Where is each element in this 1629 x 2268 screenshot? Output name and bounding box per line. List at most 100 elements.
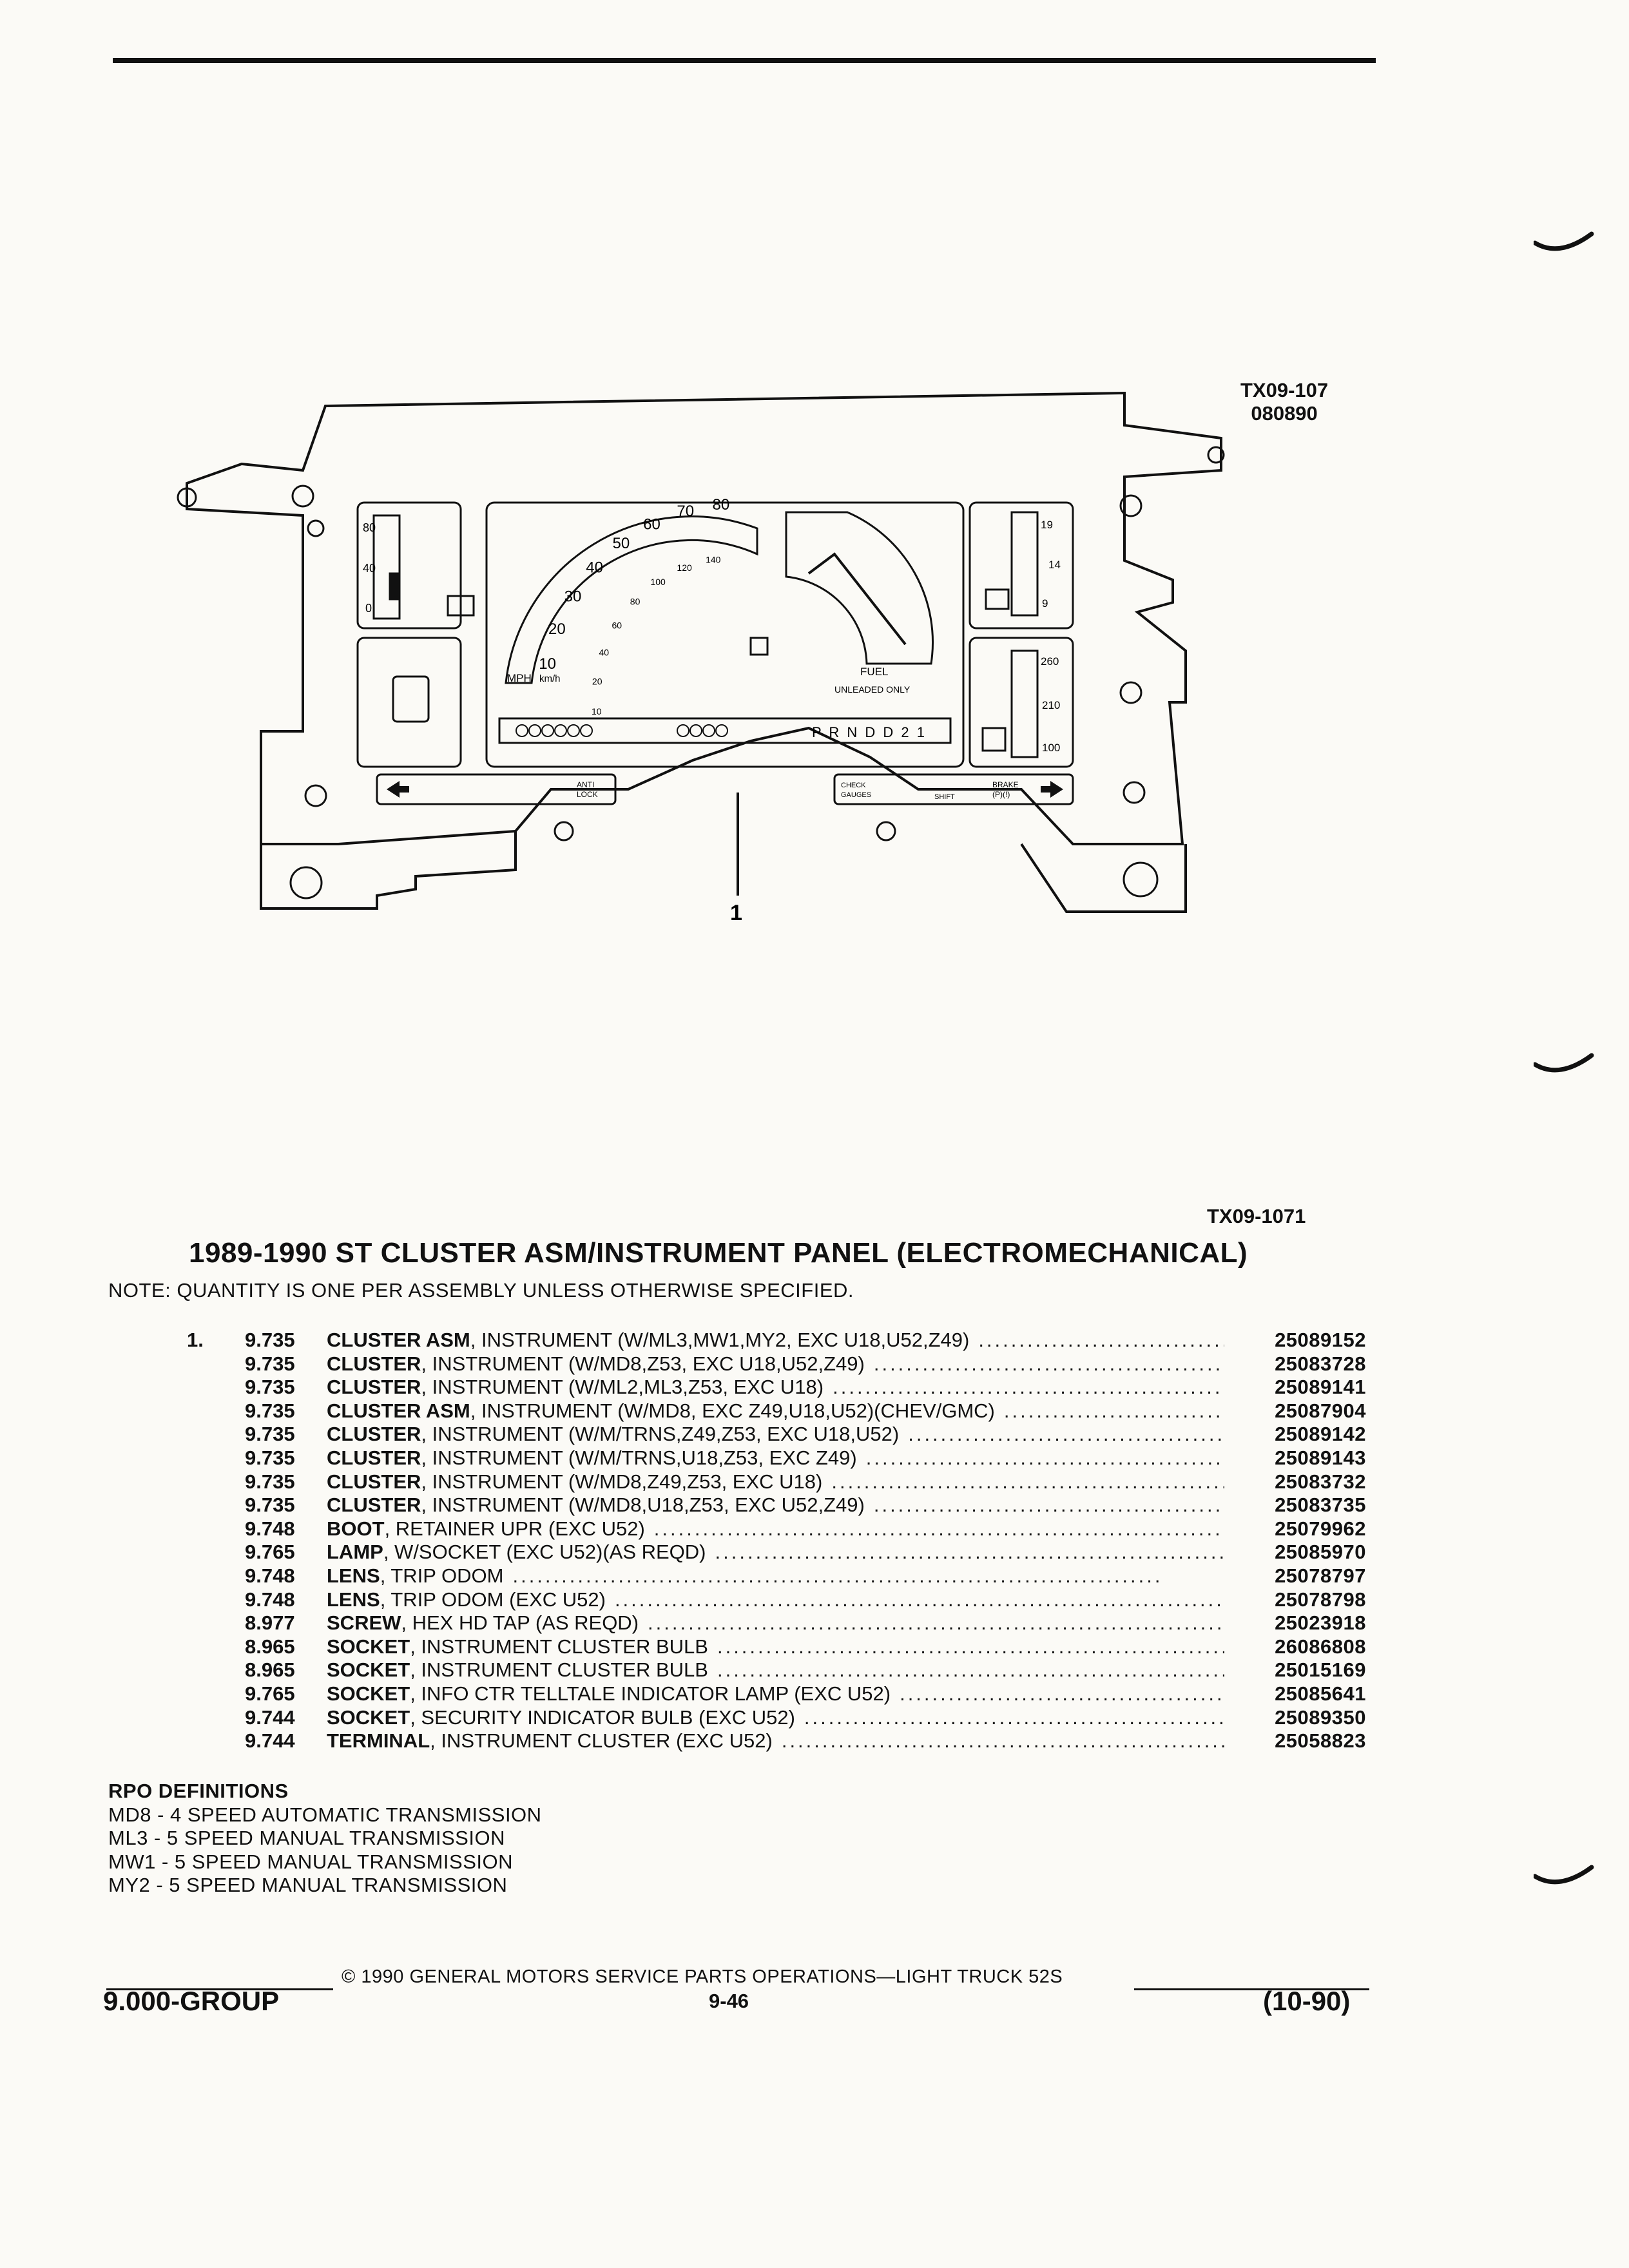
left-gauge-tick: 40 [363,562,376,575]
group-number: 9.735 [245,1470,295,1493]
volt-gauge-tick: 19 [1041,519,1053,531]
leader-dots: ........................................… [873,1352,1224,1375]
odometer-wheels [516,724,728,737]
part-number: 25083735 [1275,1494,1366,1517]
leader-dots: ........................................… [865,1446,1224,1469]
part-description: LENS, TRIP ODOM (EXC U52)...............… [327,1588,1224,1612]
mph-tick-label: 60 [643,515,660,533]
part-number: 25015169 [1275,1658,1366,1682]
figure-ref-date: 080890 [1251,402,1318,425]
group-number: 9.744 [245,1706,295,1729]
mph-tick-label: 30 [564,588,582,606]
part-detail: , INFO CTR TELLTALE INDICATOR LAMP (EXC … [410,1682,891,1705]
mounting-hole [177,487,197,508]
group-number: 9.748 [245,1588,295,1611]
part-detail: , INSTRUMENT (W/M/TRNS,U18,Z53, EXC Z49) [421,1446,857,1469]
shift-label: SHIFT [934,793,955,801]
part-description: SOCKET, INFO CTR TELLTALE INDICATOR LAMP… [327,1682,1224,1706]
margin-tick-mark [1534,1053,1594,1073]
volt-gauge-tick: 14 [1048,559,1061,571]
group-number: 8.977 [245,1611,295,1635]
mounting-hole [1119,681,1142,704]
group-number: 8.965 [245,1658,295,1682]
mounting-hole [304,784,327,807]
group-number: 9.735 [245,1329,295,1351]
mph-tick-label: 20 [548,620,566,638]
mounting-hole [1119,494,1142,517]
part-name: CLUSTER [327,1352,421,1375]
part-number: 25079962 [1275,1517,1366,1540]
group-number: 9.735 [245,1376,295,1399]
part-description: CLUSTER, INSTRUMENT (W/M/TRNS,Z49,Z53, E… [327,1423,1224,1446]
part-name: CLUSTER [327,1446,421,1469]
part-detail: , INSTRUMENT (W/ML3,MW1,MY2, EXC U18,U52… [470,1329,970,1351]
part-detail: , TRIP ODOM (EXC U52) [380,1588,606,1611]
part-number: 26086808 [1275,1635,1366,1658]
part-description: SOCKET, INSTRUMENT CLUSTER BULB.........… [327,1658,1224,1682]
mph-tick-label: 70 [677,503,694,520]
instrument-cluster-illustration: 80 40 0 19 14 9 260 210 100 102030405060… [177,391,1225,925]
leader-dots: ........................................… [831,1470,1224,1493]
mounting-hole [1123,781,1146,804]
part-description: CLUSTER ASM, INSTRUMENT (W/MD8, EXC Z49,… [327,1399,1224,1423]
leader-dots: ........................................… [900,1682,1224,1705]
part-description: SOCKET, SECURITY INDICATOR BULB (EXC U52… [327,1706,1224,1730]
part-name: CLUSTER [327,1423,421,1446]
leader-dots: ........................................… [873,1494,1224,1517]
part-number: 25078798 [1275,1588,1366,1611]
part-name: LENS [327,1588,380,1611]
mph-tick-label: 80 [713,496,730,514]
mounting-hole [1207,446,1225,464]
part-description: LENS, TRIP ODOM.........................… [327,1564,1224,1588]
kmh-unit-label: km/h [539,673,561,684]
check-gauges-label: GAUGES [841,791,871,799]
part-description: SOCKET, INSTRUMENT CLUSTER BULB.........… [327,1635,1224,1659]
part-name: TERMINAL [327,1729,430,1753]
footer-group: 9.000-GROUP [103,1986,280,2016]
part-detail: , INSTRUMENT (W/MD8,U18,Z53, EXC U52,Z49… [421,1494,865,1517]
left-gauge-tick: 0 [365,602,372,615]
fuel-label: FUEL [860,666,888,678]
part-description: TERMINAL, INSTRUMENT CLUSTER (EXC U52)..… [327,1729,1224,1753]
group-number: 9.735 [245,1352,295,1375]
part-detail: , INSTRUMENT (W/MD8,Z53, EXC U18,U52,Z49… [421,1352,865,1375]
temp-gauge-tick: 210 [1042,699,1060,711]
rpo-definitions: RPO DEFINITIONS MD8 - 4 SPEED AUTOMATIC … [108,1780,542,1898]
part-description: BOOT, RETAINER UPR (EXC U52)............… [327,1517,1224,1541]
brake-label: BRAKE [992,780,1019,789]
page-title: 1989-1990 ST CLUSTER ASM/INSTRUMENT PANE… [189,1237,1248,1269]
part-number: 25087904 [1275,1399,1366,1422]
part-row: 9.748 LENS, TRIP ODOM (EXC U52)..........… [187,1588,1366,1612]
mph-unit-label: MPH [507,672,532,684]
prndl-indicator: P R N D D 2 1 [812,724,927,740]
check-gauges-label: CHECK [841,782,866,789]
kmh-tick-label: 60 [612,620,622,630]
part-name: SOCKET [327,1682,410,1705]
kmh-tick-label: 40 [599,647,610,657]
mounting-hole [876,821,896,841]
group-number: 9.765 [245,1541,295,1564]
kmh-tick-label: 20 [592,677,602,687]
part-name: SCREW [327,1611,401,1635]
part-description: CLUSTER, INSTRUMENT (W/MD8,Z53, EXC U18,… [327,1352,1224,1376]
leader-dots: ........................................… [648,1611,1224,1635]
part-number: 25089141 [1275,1376,1366,1399]
part-name: CLUSTER ASM [327,1399,470,1422]
lower-left-tab [260,831,517,910]
part-number: 25089152 [1275,1329,1366,1351]
figure-ref-code: TX09-107 [1240,379,1329,401]
part-detail: , RETAINER UPR (EXC U52) [384,1517,645,1540]
right-turn-arrow-icon [1041,781,1063,798]
rpo-item: MW1 - 5 SPEED MANUAL TRANSMISSION [108,1850,513,1873]
kmh-tick-label: 100 [650,577,666,587]
footer-rule-left [106,1988,333,1990]
part-detail: , W/SOCKET (EXC U52)(AS REQD) [383,1541,706,1564]
rpo-title: RPO DEFINITIONS [108,1780,289,1802]
leader-dots: ........................................… [614,1588,1224,1611]
rpo-item: ML3 - 5 SPEED MANUAL TRANSMISSION [108,1827,505,1850]
mph-tick-label: 10 [539,655,556,673]
